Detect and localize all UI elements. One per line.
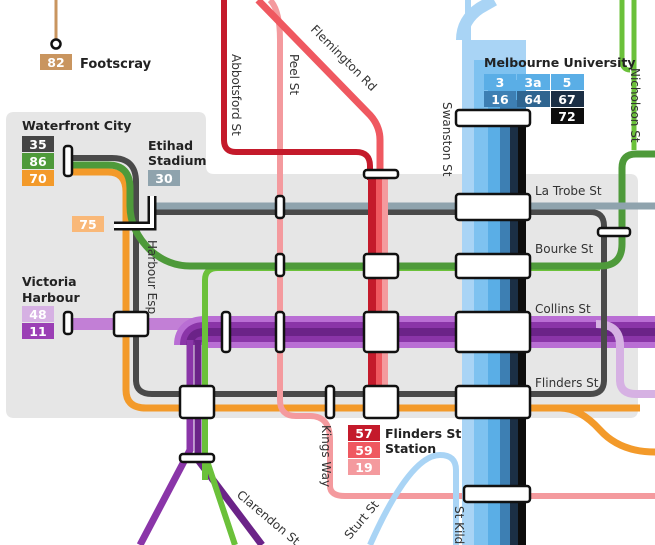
etihad-label-2: Stadium: [148, 153, 207, 168]
route-82-badge-text: 82: [47, 55, 64, 70]
elizabeth-st-band-light: [382, 172, 388, 404]
route-16-badge-text: 16: [491, 92, 509, 107]
route-19-badge: [348, 459, 380, 475]
swanston-south-stop: [462, 484, 532, 504]
route-30-badge: [148, 170, 180, 186]
route-64-badge-text: 64: [524, 92, 542, 107]
victoria-harbour-west-stop: [62, 310, 74, 336]
route-72-badge: [551, 108, 584, 124]
route-75-badge: [72, 216, 104, 232]
route-67-badge-text: 67: [558, 92, 575, 107]
victoria-label-1: Victoria: [22, 274, 77, 289]
route-badges: 82 3 3a 5 16 64 67 72 35 86 70 30 75 48 …: [22, 54, 584, 475]
waterfront-city-label: Waterfront City: [22, 118, 131, 133]
route-5-badge-text: 5: [563, 75, 572, 90]
route-59-badge-text: 59: [355, 443, 372, 458]
swanston-bourke-stop: [454, 252, 532, 280]
elizabeth-north-stop: [362, 168, 400, 180]
peel-latrobe-stop: [274, 194, 286, 220]
route-35-badge: [22, 136, 54, 152]
route-72-badge-text: 72: [558, 109, 575, 124]
route-11-badge: [22, 323, 54, 339]
route-48-badge: [22, 306, 54, 322]
elizabeth-st-band-dark: [368, 172, 376, 404]
peel-collins-stop: [274, 310, 286, 354]
route-67-badge: [551, 91, 584, 107]
route-19-line: [267, 0, 655, 499]
route-64-badge: [517, 91, 550, 107]
peel-bourke-stop: [274, 252, 286, 278]
clarendon-south-stop: [178, 452, 216, 464]
sturt-light-line: [367, 451, 459, 545]
waterfront-city-stop: [62, 144, 74, 178]
route-57-badge-text: 57: [355, 426, 372, 441]
melbourne-uni-stop: [454, 108, 532, 128]
route-11-badge-text: 11: [29, 324, 46, 339]
swanston-collins-stop: [454, 310, 532, 354]
footscray-terminus: [50, 38, 62, 50]
route-57-badge: [348, 425, 380, 441]
flinders-st-label: Flinders St: [535, 376, 599, 390]
nicholson-stop: [596, 226, 632, 238]
route-57-line: [221, 0, 373, 180]
flinders-st-station-stop: [362, 384, 400, 420]
abbotsford-st-label: Abbotsford St: [229, 54, 243, 136]
flinders-station-label-2: Station: [385, 441, 436, 456]
etihad-stop: [114, 196, 154, 228]
swanston-latrobe-stop: [454, 192, 532, 222]
route-75-badge-text: 75: [79, 217, 96, 232]
victoria-label-2: Harbour: [22, 290, 80, 305]
route-59-badge: [348, 442, 380, 458]
swanston-flinders-stop: [454, 384, 532, 420]
kings-way-stop: [324, 384, 336, 420]
flinders-station-label-1: Flinders St: [385, 426, 461, 441]
elizabeth-bourke-stop: [362, 252, 400, 280]
route-48-badge-text: 48: [29, 307, 46, 322]
etihad-label-1: Etihad: [148, 138, 193, 153]
bourke-st-label: Bourke St: [535, 242, 593, 256]
route-35-badge-text: 35: [29, 137, 46, 152]
route-3-badge-text: 3: [496, 75, 505, 90]
swanston-st-label: Swanston St: [440, 102, 454, 177]
route-11-south-line: [136, 340, 194, 545]
melbourne-university-label: Melbourne University: [484, 55, 636, 70]
route-70-badge: [22, 170, 54, 186]
light-green-south-line: [202, 454, 238, 545]
victoria-harbour-stop: [112, 310, 150, 338]
route-16-badge: [484, 91, 516, 107]
route-3a-badge-text: 3a: [524, 75, 541, 90]
footscray-label: Footscray: [80, 57, 152, 72]
route-5-badge: [551, 74, 584, 90]
la-trobe-st-label: La Trobe St: [535, 184, 602, 198]
elizabeth-collins-stop: [362, 310, 400, 354]
route-86-badge-text: 86: [29, 154, 47, 169]
route-19-badge-text: 19: [355, 460, 372, 475]
kings-way-label: Kings Way: [319, 425, 333, 487]
route-30-badge-text: 30: [155, 171, 173, 186]
route-82-badge: [40, 54, 72, 70]
route-70-badge-text: 70: [29, 171, 47, 186]
route-86-badge: [22, 153, 54, 169]
st-kilda-rd-label: St Kild: [452, 506, 466, 544]
route-59-line: [255, 0, 384, 180]
route-86-line: [70, 150, 655, 270]
clarendon-flinders-stop: [178, 384, 216, 420]
collins-st-label: Collins St: [535, 302, 591, 316]
route-86-north-line: [619, 0, 631, 73]
peel-st-label: Peel St: [287, 54, 301, 95]
nicholson-st-label: Nicholson St: [628, 68, 642, 143]
harbour-esp-label: Harbour Esp: [145, 240, 159, 314]
route-3-badge: [484, 74, 516, 90]
route-48-east-line: [595, 320, 655, 398]
route-70-line: [70, 168, 655, 456]
spencer-collins-stop: [220, 310, 232, 354]
route-3a-badge: [517, 74, 550, 90]
